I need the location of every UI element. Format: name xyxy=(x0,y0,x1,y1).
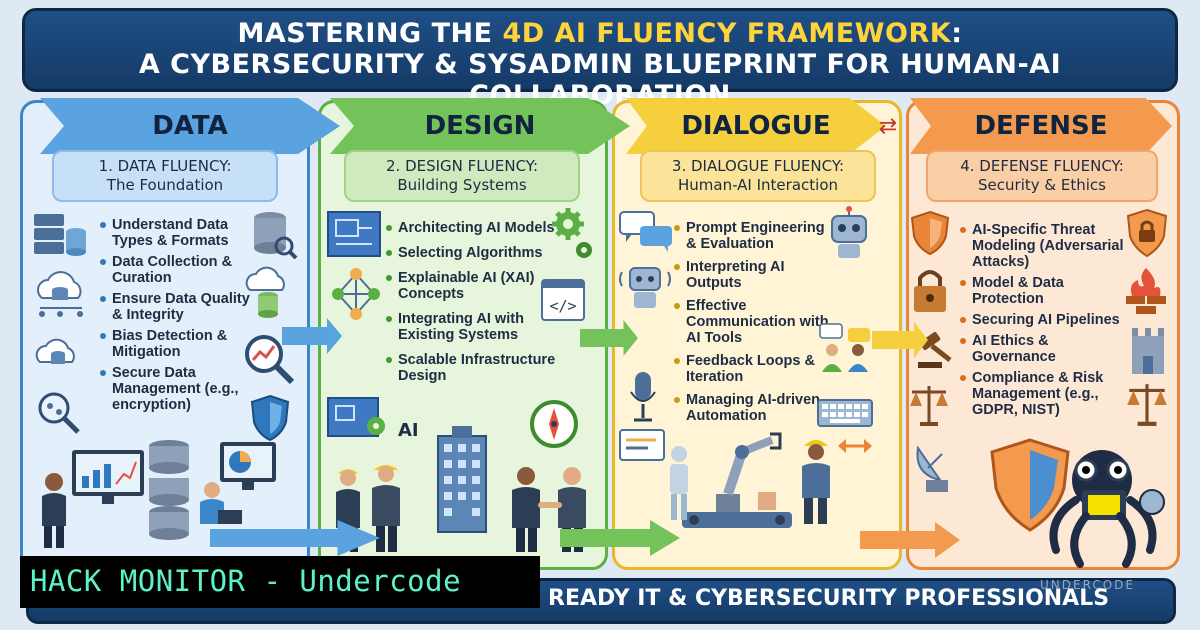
monitor-chart-icon xyxy=(72,450,144,504)
bullet-item: Managing AI-driven Automation xyxy=(674,392,834,424)
dialogue-bullet-list: Prompt Engineering & Evaluation Interpre… xyxy=(674,220,834,431)
shield-lock-icon xyxy=(1126,208,1168,258)
bullet-item: AI Ethics & Governance xyxy=(960,333,1125,365)
code-icon: </> xyxy=(541,279,585,321)
robot-arm-icon xyxy=(682,432,792,528)
bullet-item: Scalable Infrastructure Design xyxy=(386,352,556,384)
cloud-database-icon xyxy=(35,338,75,364)
subtitle-data-line2: The Foundation xyxy=(106,175,224,194)
gear-icon xyxy=(552,208,592,258)
bullet-item: Model & Data Protection xyxy=(960,275,1125,307)
hacker-mascot-icon xyxy=(1049,450,1165,568)
monitor-pie-icon xyxy=(220,442,276,490)
lock-icon xyxy=(914,270,946,312)
bullet-item: Selecting Algorithms xyxy=(386,245,556,261)
subtitle-data: 1. DATA FLUENCY: The Foundation xyxy=(52,150,278,202)
bullet-item: Architecting AI Models xyxy=(386,220,556,236)
bullet-item: Secure Data Management (e.g., encryption… xyxy=(100,365,260,413)
subtitle-data-line1: 1. DATA FLUENCY: xyxy=(98,157,232,175)
shield-icon xyxy=(910,210,950,256)
svg-text:</>: </> xyxy=(549,297,576,315)
firewall-icon xyxy=(1126,268,1166,314)
bullet-item: Ensure Data Quality & Integrity xyxy=(100,291,260,323)
title-banner: MASTERING THE 4D AI FLUENCY FRAMEWORK: A… xyxy=(22,8,1178,111)
gavel-icon xyxy=(918,331,952,368)
brand-watermark: UNDERCODE xyxy=(1040,578,1135,592)
robot-icon xyxy=(619,267,671,308)
blueprint-icon xyxy=(327,211,381,257)
database-icon xyxy=(254,212,298,260)
data-bullet-list: Understand Data Types & Formats Data Col… xyxy=(100,217,260,418)
satellite-dish-icon xyxy=(916,445,948,492)
cloud-icon xyxy=(37,271,83,317)
magnifier-network-icon xyxy=(38,392,80,434)
bullet-item: AI-Specific Threat Modeling (Adversarial… xyxy=(960,222,1125,270)
defense-bullet-list: AI-Specific Threat Modeling (Adversarial… xyxy=(960,222,1125,423)
subtitle-design-line1: 2. DESIGN FLUENCY: xyxy=(385,157,538,175)
bullet-item: Effective Communication with AI Tools xyxy=(674,298,834,346)
swap-arrows-icon: ⇄ xyxy=(878,113,898,138)
shield-people-icon xyxy=(990,438,1070,532)
bullet-item: Securing AI Pipelines xyxy=(960,312,1125,328)
blueprint-gear-icon xyxy=(327,397,385,437)
bullet-item: Interpreting AI Outputs xyxy=(674,259,834,291)
humanoid-robot-icon xyxy=(670,446,688,520)
compass-icon xyxy=(530,400,578,448)
magnifier-chart-icon xyxy=(245,335,295,385)
bullet-item: Understand Data Types & Formats xyxy=(100,217,260,249)
bullet-item: Feedback Loops & Iteration xyxy=(674,353,834,385)
database-stack-icon xyxy=(149,440,189,540)
chat-window-icon xyxy=(619,429,665,461)
subtitle-defense-line1: 4. DEFENSE FLUENCY: xyxy=(960,157,1124,175)
bullet-item: Explainable AI (XAI) Concepts xyxy=(386,270,556,302)
header-defense: DEFENSE xyxy=(910,98,1172,154)
chat-icon xyxy=(619,211,672,252)
bullet-item: Data Collection & Curation xyxy=(100,254,260,286)
title-prefix: MASTERING THE xyxy=(237,18,503,49)
shield-icon xyxy=(250,394,290,442)
subtitle-defense: 4. DEFENSE FLUENCY: Security & Ethics xyxy=(926,150,1158,202)
title-highlight: 4D AI FLUENCY FRAMEWORK xyxy=(502,18,952,49)
title-line-2: A CYBERSECURITY & SYSADMIN BLUEPRINT FOR… xyxy=(138,49,1062,112)
tower-icon xyxy=(1132,328,1164,374)
design-bullet-list: Architecting AI Models Selecting Algorit… xyxy=(386,220,556,393)
person-icon xyxy=(42,473,66,548)
scales-icon xyxy=(910,386,948,426)
network-icon xyxy=(332,268,380,320)
building-icon xyxy=(437,426,487,533)
title-suffix: : xyxy=(951,18,963,49)
header-data: DATA xyxy=(40,98,340,154)
subtitle-defense-line2: Security & Ethics xyxy=(978,175,1106,194)
hack-monitor-watermark: HACK MONITOR - Undercode xyxy=(20,556,540,608)
header-design: DESIGN xyxy=(330,98,630,154)
microphone-icon xyxy=(630,372,656,422)
server-icon xyxy=(34,214,86,256)
subtitle-design: 2. DESIGN FLUENCY: Building Systems xyxy=(344,150,580,202)
people-chat-icon xyxy=(819,323,870,372)
subtitle-dialogue: 3. DIALOGUE FLUENCY: Human-AI Interactio… xyxy=(640,150,876,202)
person-laptop-icon xyxy=(200,482,242,524)
scales-icon xyxy=(1127,384,1167,426)
double-arrow-icon xyxy=(838,439,872,453)
worker-icon xyxy=(802,440,830,524)
subtitle-dialogue-line1: 3. DIALOGUE FLUENCY: xyxy=(671,157,845,175)
keyboard-icon xyxy=(817,399,873,427)
robot-icon xyxy=(831,206,867,258)
cloud-database-icon xyxy=(245,266,285,318)
header-dialogue: DIALOGUE xyxy=(626,98,886,154)
footer-text: READY IT & CYBERSECURITY PROFESSIONALS xyxy=(548,586,1110,611)
bullet-item: Integrating AI with Existing Systems xyxy=(386,311,556,343)
subtitle-dialogue-line2: Human-AI Interaction xyxy=(677,175,838,194)
subtitle-design-line2: Building Systems xyxy=(397,175,527,194)
ai-label: AI xyxy=(398,420,419,441)
bullet-item: Compliance & Risk Management (e.g., GDPR… xyxy=(960,370,1125,418)
title-line-1: MASTERING THE 4D AI FLUENCY FRAMEWORK: xyxy=(25,18,1175,49)
bullet-item: Prompt Engineering & Evaluation xyxy=(674,220,834,252)
bullet-item: Bias Detection & Mitigation xyxy=(100,328,260,360)
